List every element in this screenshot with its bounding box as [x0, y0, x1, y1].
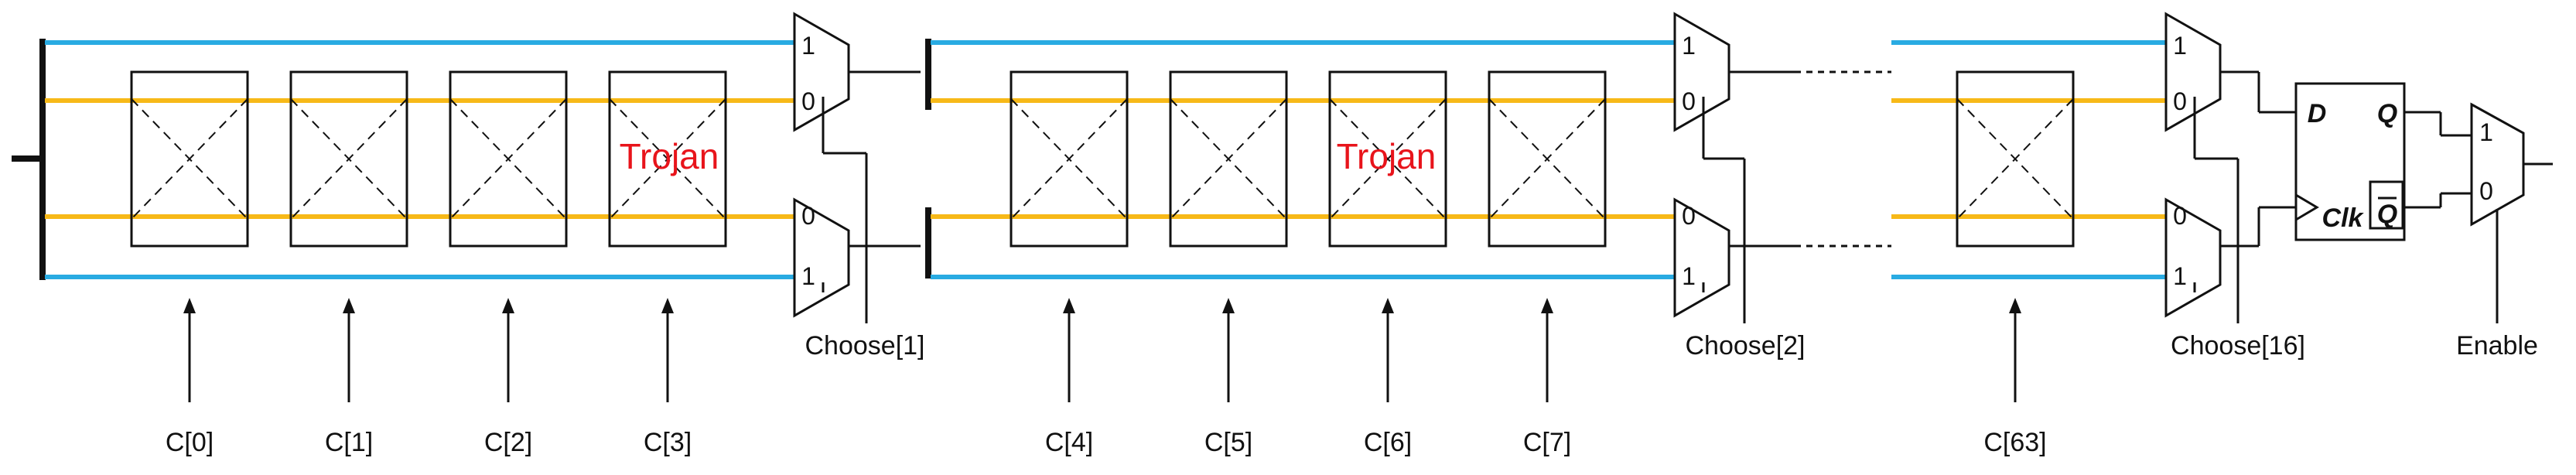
- mux-input-0: 0: [2173, 87, 2187, 115]
- mux-input-0: 0: [1682, 87, 1696, 115]
- switch-cell-2: [449, 70, 568, 248]
- stage1-top-mux: [793, 12, 850, 132]
- clock-triangle-icon: [2295, 193, 2319, 221]
- ff-clk-label: Clk: [2322, 203, 2365, 233]
- control-arrow-4: [1063, 298, 1075, 402]
- control-label-c4: C[4]: [1045, 428, 1093, 457]
- mux-input-1: 1: [1682, 32, 1696, 60]
- switch-cell-6: [1328, 70, 1447, 248]
- switch-cell-7: [1488, 70, 1607, 248]
- switch-cell-3: [608, 70, 727, 248]
- final-mux-input-1: 1: [2479, 118, 2493, 146]
- stage2-bottom-mux: [1673, 197, 1730, 318]
- trojan-label-1: Trojan: [620, 136, 719, 176]
- d-flipflop: [2294, 82, 2406, 241]
- switch-cell-4: [1010, 70, 1129, 248]
- mux-input-1: 1: [1682, 262, 1696, 290]
- final-mux: [2470, 102, 2525, 227]
- mux-input-1: 1: [801, 32, 815, 60]
- control-label-c6: C[6]: [1364, 428, 1412, 457]
- control-arrow-63: [2009, 298, 2021, 402]
- mux-input-0: 0: [1682, 202, 1696, 230]
- control-arrow-2: [502, 298, 514, 402]
- switch-cell-63: [1956, 70, 2075, 248]
- switch-cell-5: [1169, 70, 1288, 248]
- ff-d-label: D: [2308, 99, 2327, 128]
- stage16-top-mux: [2164, 12, 2222, 132]
- final-mux-input-0: 0: [2479, 177, 2493, 205]
- choose-label-16: Choose[16]: [2171, 331, 2305, 361]
- ff-q-label: Q: [2377, 99, 2397, 128]
- control-label-c7: C[7]: [1523, 428, 1571, 457]
- control-arrow-5: [1222, 298, 1235, 402]
- enable-label: Enable: [2456, 331, 2538, 361]
- switch-cell-1: [289, 70, 408, 248]
- mux-input-1: 1: [801, 262, 815, 290]
- mux-input-0: 0: [801, 87, 815, 115]
- control-label-c1: C[1]: [325, 428, 373, 457]
- stage2-top-mux: [1673, 12, 1730, 132]
- control-label-c2: C[2]: [484, 428, 532, 457]
- control-label-c63: C[63]: [1983, 428, 2046, 457]
- switch-cell-0: [130, 70, 249, 248]
- control-arrow-6: [1382, 298, 1394, 402]
- control-label-c3: C[3]: [644, 428, 692, 457]
- stage16-bottom-mux: [2164, 197, 2222, 318]
- mux-input-1: 1: [2173, 262, 2187, 290]
- control-arrow-1: [343, 298, 355, 402]
- control-arrow-3: [661, 298, 674, 402]
- choose-label-2: Choose[2]: [1686, 331, 1806, 361]
- control-arrow-7: [1541, 298, 1553, 402]
- ff-qbar-box: [2369, 180, 2404, 230]
- mux-input-0: 0: [2173, 202, 2187, 230]
- mux-input-1: 1: [2173, 32, 2187, 60]
- stage1-bottom-mux: [793, 197, 850, 318]
- ff-qbar-label: Q: [2377, 200, 2397, 229]
- mux-input-0: 0: [801, 202, 815, 230]
- control-label-c0: C[0]: [166, 428, 214, 457]
- control-label-c5: C[5]: [1204, 428, 1252, 457]
- choose-label-1: Choose[1]: [805, 331, 925, 361]
- trojan-label-2: Trojan: [1337, 136, 1437, 176]
- control-arrow-0: [183, 298, 196, 402]
